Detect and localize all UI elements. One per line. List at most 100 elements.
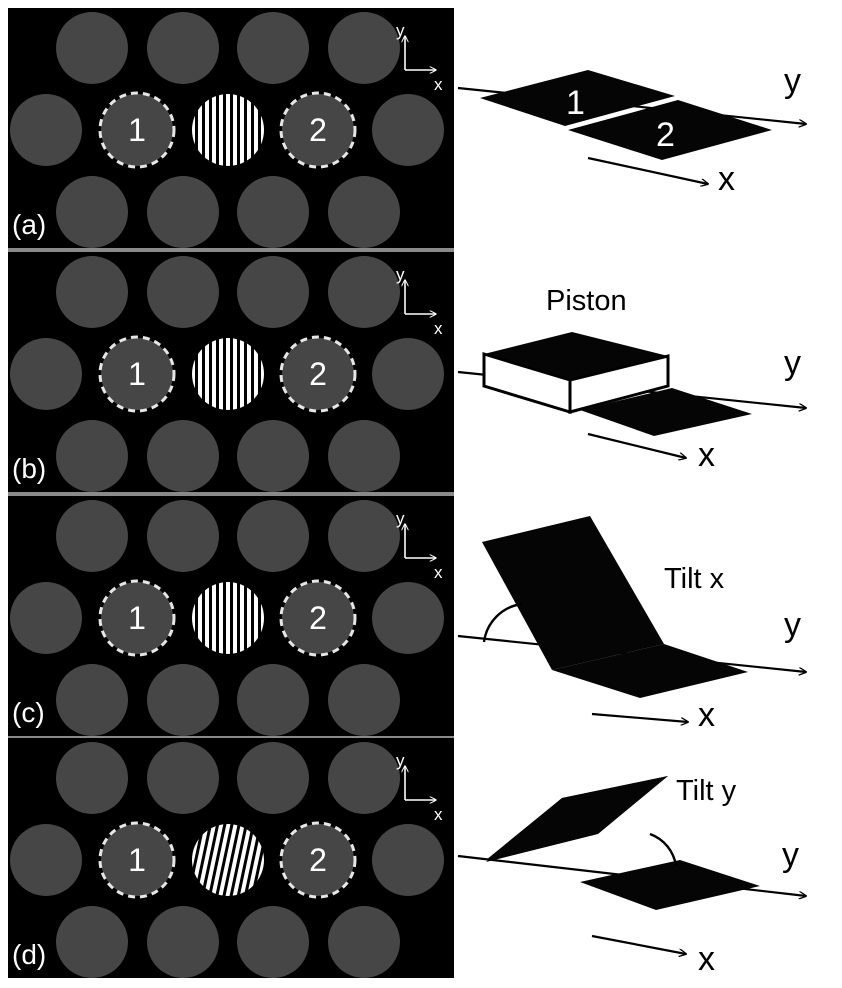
- panel-tag: (b): [12, 453, 46, 484]
- fringe-stripe: [220, 824, 250, 896]
- axis-glyph: yx: [396, 265, 443, 338]
- mirror-segment: [372, 582, 444, 654]
- axis-x-label: x: [434, 563, 443, 582]
- fringe-stripe: [233, 338, 237, 410]
- mirror-segment: [10, 824, 82, 896]
- segment-1: [101, 582, 173, 654]
- mirror-segment-1-panel: [486, 776, 668, 862]
- schematic-x-label: x: [718, 160, 735, 198]
- mirror-segment: [56, 176, 128, 248]
- fringe-stripe: [227, 824, 257, 896]
- fringe-stripe: [205, 94, 209, 166]
- interference-fringes: [192, 94, 264, 166]
- mirror-segment: [328, 12, 400, 84]
- schematic-x-label: x: [698, 436, 715, 474]
- mirror-segment: [147, 742, 219, 814]
- segment-1-dashed-outline: [98, 579, 176, 657]
- x-axis-arrow: [591, 712, 688, 722]
- mirror-segment: [56, 256, 128, 328]
- fringe-stripe: [261, 582, 264, 654]
- mirror-segment: [237, 906, 309, 978]
- axis-y-label: y: [396, 265, 405, 284]
- segment-2-label: 2: [309, 356, 327, 392]
- fringe-stripe: [240, 338, 244, 410]
- x-axis-arrow: [591, 934, 686, 954]
- mirror-segment: [328, 664, 400, 736]
- axis-glyph: yx: [396, 751, 443, 824]
- segment-2-dashed-outline: [279, 335, 357, 413]
- fringe-stripe: [206, 824, 236, 896]
- fringe-stripe: [192, 338, 195, 410]
- fringe-stripe: [254, 94, 258, 166]
- schematic-y-label: y: [784, 344, 801, 382]
- fringe-stripe: [192, 94, 195, 166]
- fringe-stripe: [261, 94, 264, 166]
- fringe-stripe: [226, 94, 230, 166]
- axis-y-label: y: [396, 21, 405, 40]
- mirror-segment: [237, 500, 309, 572]
- mirror-schematic: Tilt yyx: [457, 775, 806, 978]
- panel-tag: (d): [12, 939, 46, 970]
- segment-1-dashed-outline: [98, 91, 176, 169]
- axis-glyph: yx: [396, 21, 443, 94]
- mirror-segment: [237, 256, 309, 328]
- mirror-label-1: 1: [566, 84, 585, 122]
- fringe-stripe: [212, 94, 216, 166]
- x-axis-arrow: [587, 432, 686, 458]
- fringe-stripe: [213, 824, 243, 896]
- mirror-schematic: Piston y x: [457, 285, 806, 474]
- fringe-stripe: [247, 582, 251, 654]
- tilt-angle-arc: [649, 832, 678, 867]
- fringe-stripe: [205, 582, 209, 654]
- x-axis-arrow: [587, 156, 708, 184]
- axis-x-label: x: [434, 319, 443, 338]
- tilt-angle-arc: [482, 602, 523, 643]
- segment-1: [101, 94, 173, 166]
- mirror-segment: [147, 420, 219, 492]
- fringe-stripe: [226, 338, 230, 410]
- mirror-segment: [328, 906, 400, 978]
- mirror-segment: [147, 176, 219, 248]
- fringe-stripe: [199, 824, 229, 896]
- panel-tag: (a): [12, 209, 46, 240]
- mirror-segment: [328, 500, 400, 572]
- mirror-segment-1-front: [568, 354, 670, 414]
- fringe-stripe: [212, 338, 216, 410]
- segment-2-dashed-outline: [279, 821, 357, 899]
- segment-1-label: 1: [128, 600, 146, 636]
- mode-label: Piston: [546, 285, 627, 317]
- mirror-segment: [237, 176, 309, 248]
- fringe-stripe: [192, 824, 209, 896]
- mirror-segment: [147, 664, 219, 736]
- mirror-segment-2: [568, 100, 772, 160]
- fringe-stripe: [233, 94, 237, 166]
- fringe-stripe: [240, 94, 244, 166]
- mirror-segment: [56, 742, 128, 814]
- segment-2: [282, 824, 354, 896]
- mirror-segment: [10, 94, 82, 166]
- mirror-segment: [328, 256, 400, 328]
- axis-glyph: yx: [396, 509, 443, 582]
- mirror-segment-1-tilted: [482, 516, 664, 670]
- mirror-segment: [328, 742, 400, 814]
- segment-2-dashed-outline: [279, 579, 357, 657]
- segment-2: [282, 582, 354, 654]
- segment-1: [101, 824, 173, 896]
- mirror-segment: [147, 12, 219, 84]
- mirror-segment: [56, 12, 128, 84]
- fringe-stripe: [219, 338, 223, 410]
- segment-2-label: 2: [309, 112, 327, 148]
- panel-separator: [8, 248, 454, 252]
- mirror-segment: [237, 420, 309, 492]
- mirror-segment: [10, 582, 82, 654]
- fringe-stripe: [212, 582, 216, 654]
- mirror-segment: [147, 256, 219, 328]
- mirror-segment-1-top: [484, 332, 668, 380]
